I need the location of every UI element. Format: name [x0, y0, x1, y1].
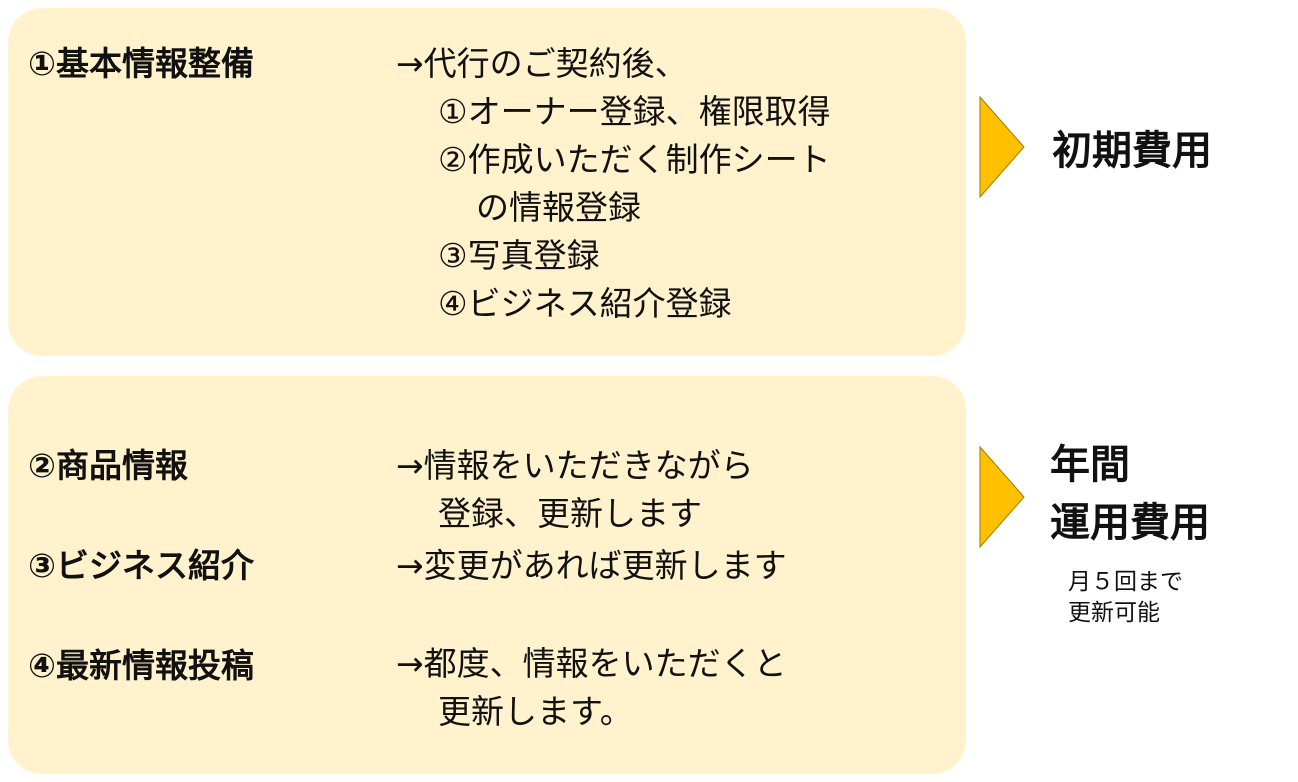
desc-line: ①オーナー登録、権限取得 — [438, 92, 831, 131]
cost-label-line: 年間 — [1050, 442, 1130, 488]
product-info-description: →情報をいただきながら 登録、更新します — [396, 442, 754, 538]
latest-post-heading: ④最新情報投稿 — [28, 646, 254, 685]
basic-info-heading: ①基本情報整備 — [28, 44, 254, 83]
desc-line: 登録、更新します — [438, 494, 702, 533]
desc-line: 更新します。 — [438, 692, 633, 731]
update-limit-note: 月５回まで 更新可能 — [1068, 567, 1183, 629]
desc-line: ②作成いただく制作シート — [438, 140, 831, 179]
desc-line: →代行のご契約後、 — [396, 44, 688, 83]
note-line: 月５回まで — [1068, 569, 1183, 595]
note-line: 更新可能 — [1068, 600, 1160, 626]
annual-cost-label: 年間 運用費用 — [1050, 436, 1210, 552]
business-intro-description: →変更があれば更新します — [396, 542, 787, 590]
desc-line: →変更があれば更新します — [396, 546, 787, 585]
operation-panel — [8, 376, 966, 774]
initial-setup-panel — [8, 8, 966, 356]
chevron-right-icon — [979, 95, 1025, 199]
business-intro-heading: ③ビジネス紹介 — [28, 546, 254, 585]
chevron-right-icon — [979, 445, 1025, 549]
initial-cost-label: 初期費用 — [1052, 128, 1212, 174]
desc-line: →情報をいただきながら — [396, 446, 754, 485]
desc-line: ③写真登録 — [438, 236, 600, 275]
latest-post-description: →都度、情報をいただくと 更新します。 — [396, 640, 787, 736]
desc-line: の情報登録 — [476, 188, 641, 227]
desc-line: →都度、情報をいただくと — [396, 644, 787, 683]
product-info-heading: ②商品情報 — [28, 446, 188, 485]
cost-label-line: 運用費用 — [1050, 500, 1210, 546]
desc-line: ④ビジネス紹介登録 — [438, 284, 732, 323]
basic-info-description: →代行のご契約後、 ①オーナー登録、権限取得 ②作成いただく制作シート の情報登… — [396, 40, 831, 328]
